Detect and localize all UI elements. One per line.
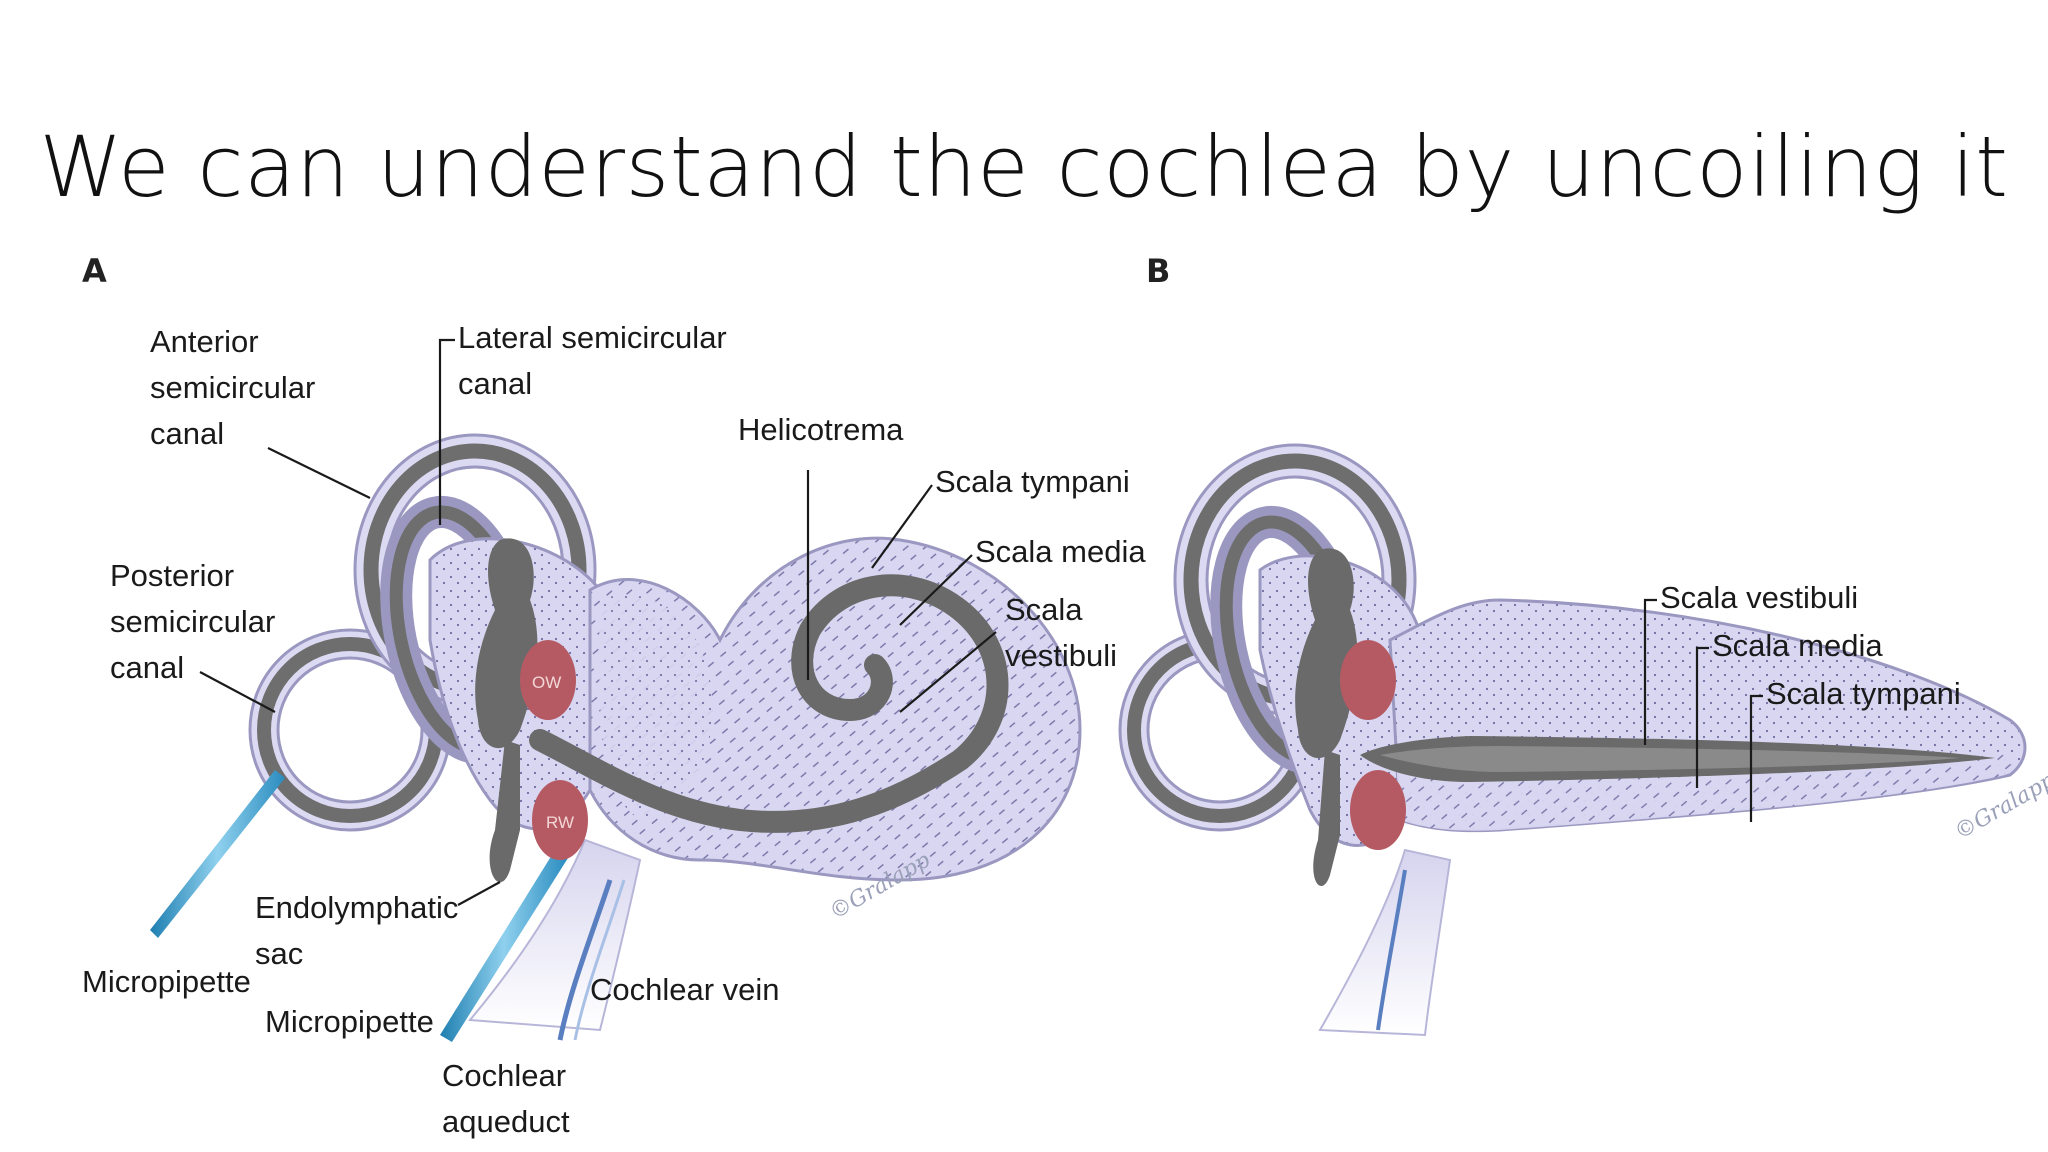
leader-scala-media-b <box>1695 646 1709 788</box>
label-anterior-canal-2: semicircular <box>150 370 315 405</box>
label-cochlear-vein: Cochlear vein <box>590 972 780 1007</box>
label-posterior-canal-1: Posterior <box>110 558 234 593</box>
label-posterior-canal-3: canal <box>110 650 184 685</box>
panel-b-vestibular-system <box>1118 443 1452 1037</box>
panel-b-letter: B <box>1146 252 1170 290</box>
leader-scala-vestibuli-a <box>899 631 997 713</box>
label-micropipette-2: Micropipette <box>265 1004 434 1039</box>
panel-b-uncoiled-cochlea: ©Gralapp <box>1340 598 2048 850</box>
leader-scala-tympani-a <box>871 484 933 569</box>
panel-a-vestibular-system <box>150 433 642 1042</box>
label-anterior-canal-3: canal <box>150 416 224 451</box>
label-scala-media-a: Scala media <box>975 534 1146 569</box>
label-scala-vestibuli-b: Scala vestibuli <box>1660 580 1858 615</box>
slide-title: We can understand the cochlea by uncoili… <box>39 118 2009 216</box>
label-endolymphatic-2: sac <box>255 936 303 971</box>
panel-b-labels: Scala vestibuli Scala media Scala tympan… <box>1643 580 1961 822</box>
label-endolymphatic-1: Endolymphatic <box>255 890 458 925</box>
leader-scala-tympani-b <box>1749 694 1763 822</box>
label-helicotrema: Helicotrema <box>738 412 904 447</box>
label-scala-media-b: Scala media <box>1712 628 1883 663</box>
label-posterior-canal-2: semicircular <box>110 604 275 639</box>
label-anterior-canal-1: Anterior <box>150 324 259 359</box>
label-scala-vestibuli-a-1: Scala <box>1005 592 1083 627</box>
oval-window-label: OW <box>532 673 561 692</box>
label-scala-tympani-a: Scala tympani <box>935 464 1130 499</box>
leader-lateral <box>438 338 455 525</box>
label-micropipette-1: Micropipette <box>82 964 251 999</box>
label-scala-vestibuli-a-2: vestibuli <box>1005 638 1117 673</box>
label-lateral-canal-2: canal <box>458 366 532 401</box>
leader-scala-media-a <box>899 554 973 626</box>
leader-posterior <box>199 671 276 713</box>
leader-endolymphatic <box>457 881 501 906</box>
label-scala-tympani-b: Scala tympani <box>1766 676 1961 711</box>
label-cochlear-aqueduct-1: Cochlear <box>442 1058 566 1093</box>
panel-a-letter: A <box>82 252 107 290</box>
leader-scala-vestibuli-b <box>1643 598 1657 745</box>
panel-a-labels: Anterior semicircular canal Lateral semi… <box>82 320 1146 1139</box>
round-window-label: RW <box>546 813 574 832</box>
label-lateral-canal-1: Lateral semicircular <box>458 320 727 355</box>
panel-a-cochlea: OW RW ©Gralapp <box>520 536 1082 1041</box>
leader-anterior <box>267 447 371 499</box>
label-cochlear-aqueduct-2: aqueduct <box>442 1104 570 1139</box>
